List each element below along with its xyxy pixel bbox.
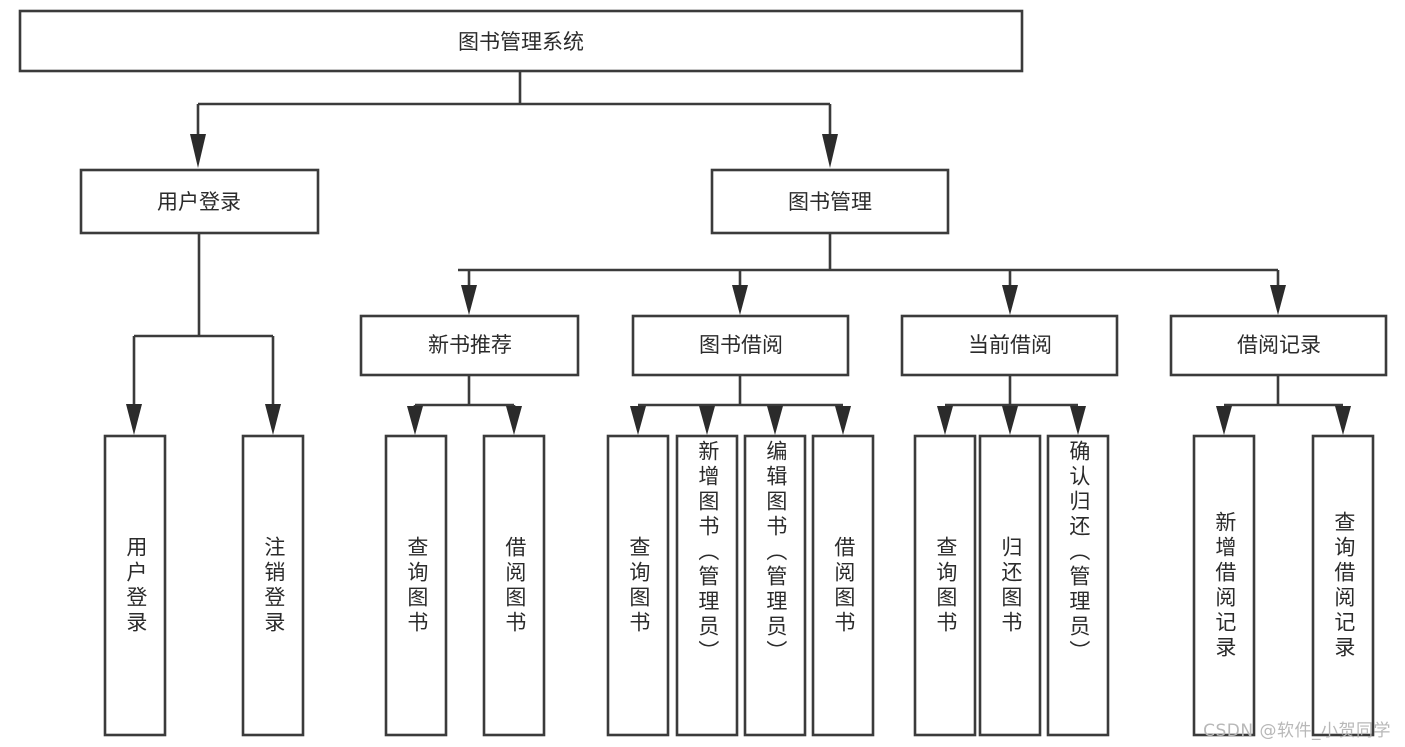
leaf-box-borrow-book-1[interactable] — [482, 434, 546, 737]
node-borrow-record-box[interactable] — [1169, 314, 1388, 377]
arrow-head-leaf-return-book — [1002, 406, 1018, 435]
arrow-head-user-login — [190, 134, 206, 168]
node-current-borrow[interactable]: 当前借阅 — [900, 314, 1119, 377]
node-new-book-recommend[interactable]: 新书推荐 — [359, 314, 580, 377]
arrow-head-book-manage — [822, 134, 838, 168]
leaf-box-add-book[interactable] — [675, 434, 739, 737]
arrow-head-current-borrow — [1002, 285, 1018, 315]
node-book-borrow[interactable]: 图书借阅 — [631, 314, 850, 377]
leaf-box-query-book-3[interactable] — [913, 434, 977, 737]
arrow-head-leaf-borrow-book-1 — [506, 406, 522, 435]
arrow-head-leaf-query-book-1 — [407, 406, 423, 435]
node-user-login-label: 用户登录 — [157, 190, 241, 214]
arrow-head-leaf-user-login — [126, 404, 142, 435]
leaf-box-edit-book[interactable] — [743, 434, 807, 737]
node-book-manage[interactable]: 图书管理 — [710, 168, 950, 235]
node-new-book-recommend-box[interactable] — [359, 314, 580, 377]
node-user-login-box[interactable] — [79, 168, 320, 235]
node-root[interactable]: 图书管理系统 — [18, 9, 1024, 73]
leaf-box-user-logout[interactable] — [241, 434, 305, 737]
leaf-box-borrow-book-2[interactable] — [811, 434, 875, 737]
node-user-login[interactable]: 用户登录 — [79, 168, 320, 235]
node-book-borrow-box[interactable] — [631, 314, 850, 377]
node-borrow-record[interactable]: 借阅记录 — [1169, 314, 1388, 377]
arrow-head-leaf-edit-book — [767, 406, 783, 435]
arrow-head-new-book-recommend — [461, 285, 477, 315]
leaf-box-query-book-1[interactable] — [384, 434, 448, 737]
arrow-head-leaf-add-book — [699, 406, 715, 435]
leaf-box-confirm-return[interactable] — [1046, 434, 1110, 737]
csdn-watermark: CSDN @软件_小贺同学 — [1203, 721, 1391, 741]
node-current-borrow-label: 当前借阅 — [968, 333, 1052, 357]
arrow-head-borrow-record — [1270, 285, 1286, 315]
arrow-head-book-borrow — [732, 285, 748, 315]
arrow-head-leaf-user-logout — [265, 404, 281, 435]
node-current-borrow-box[interactable] — [900, 314, 1119, 377]
node-book-manage-box[interactable] — [710, 168, 950, 235]
arrow-head-leaf-add-record — [1216, 406, 1232, 435]
node-borrow-record-label: 借阅记录 — [1237, 333, 1321, 357]
connector-layer — [126, 71, 1351, 435]
leaf-box-query-record[interactable] — [1311, 434, 1375, 737]
node-root-label: 图书管理系统 — [458, 30, 584, 54]
node-root-box[interactable] — [18, 9, 1024, 73]
node-book-borrow-label: 图书借阅 — [699, 333, 783, 357]
arrow-head-leaf-confirm-return — [1070, 406, 1086, 435]
leaf-box-add-record[interactable] — [1192, 434, 1256, 737]
arrow-head-leaf-query-record — [1335, 406, 1351, 435]
node-new-book-recommend-label: 新书推荐 — [428, 333, 512, 357]
leaf-box-return-book[interactable] — [978, 434, 1042, 737]
arrow-head-leaf-query-book-2 — [630, 406, 646, 435]
leaf-box-query-book-2[interactable] — [606, 434, 670, 737]
arrow-head-leaf-borrow-book-2 — [835, 406, 851, 435]
arrow-head-leaf-query-book-3 — [937, 406, 953, 435]
leaf-box-user-login[interactable] — [103, 434, 167, 737]
leaf-box-layer — [103, 434, 1375, 737]
node-book-manage-label: 图书管理 — [788, 190, 872, 214]
